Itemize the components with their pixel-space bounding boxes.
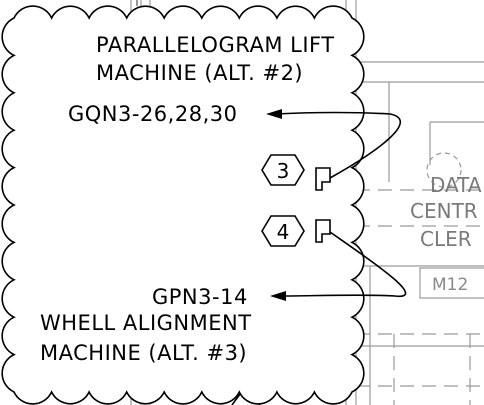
room-label: CLER — [420, 227, 472, 251]
lift-note-line1: PARALLELOGRAM LIFT — [96, 33, 335, 57]
leader-line-lift — [277, 111, 402, 179]
equipment-tag-3: 3 — [261, 154, 331, 191]
room-label: CENTR — [410, 199, 478, 223]
wheel-note-line1: WHELL ALIGNMENT — [40, 311, 252, 335]
revision-cloud — [1, 5, 365, 405]
wheel-note-line2: MACHINE (ALT. #3) — [40, 341, 247, 365]
arrowhead-icon — [266, 109, 282, 119]
hexagon-tag-icon — [261, 215, 305, 247]
leader-line-wheel — [281, 231, 407, 297]
room-label: DATA — [430, 173, 482, 197]
room-number: M12 — [432, 275, 468, 295]
equipment-tag-4: 4 — [261, 215, 331, 247]
room-number-box — [419, 267, 484, 299]
lift-note-line2: MACHINE (ALT. #2) — [96, 61, 303, 85]
lift-reference: GQN3-26,28,30 — [68, 102, 237, 126]
wheel-reference: GPN3-14 — [152, 285, 248, 309]
hexagon-tag-icon — [261, 154, 305, 186]
equipment-symbol — [315, 219, 331, 243]
tag-number: 3 — [277, 159, 290, 183]
equipment-symbol — [315, 167, 331, 191]
tag-number: 4 — [277, 220, 290, 244]
arrowhead-icon — [270, 291, 286, 301]
data-symbol — [426, 152, 462, 188]
